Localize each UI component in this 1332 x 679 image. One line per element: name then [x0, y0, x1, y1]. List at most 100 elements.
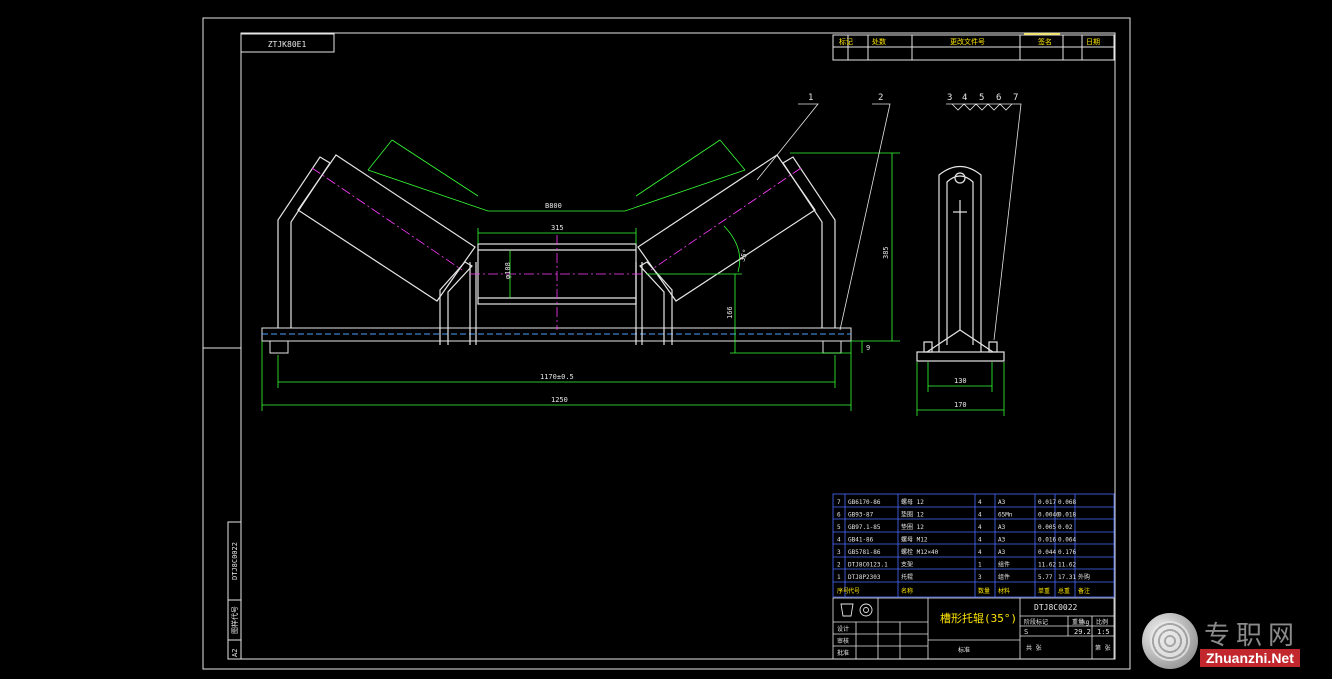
parts-header-cell: 总重 [1058, 587, 1070, 595]
dim-side-inner: 130 [954, 377, 967, 385]
parts-cell-code: GB41-86 [848, 537, 874, 544]
parts-cell-name: 垫圈 12 [901, 523, 924, 531]
watermark: 专职网 Zhuanzhi.Net [1142, 609, 1322, 673]
parts-cell-name: 托辊 [901, 573, 913, 581]
parts-cell-code: GB97.1-85 [848, 524, 881, 531]
parts-cell-qty: 4 [978, 499, 982, 506]
corner-code: ZTJK80E1 [268, 40, 307, 49]
parts-header-cell: 材料 [998, 587, 1010, 595]
base-plate [261, 327, 852, 354]
title-block-texts: 槽形托辊(35°) DTJ8C0022 阶段标记 重量 比例 S kg 29.2… [837, 603, 1111, 657]
parts-cell-no: 2 [837, 562, 841, 569]
stage-header-2: 比例 [1096, 618, 1108, 626]
rev-cell-sign: 签名 [1038, 37, 1052, 46]
parts-cell-code: GB93-87 [848, 512, 874, 519]
side-frame [916, 165, 1005, 362]
stage-value: S [1024, 628, 1028, 636]
parts-cell-w1: 11.62 [1038, 562, 1056, 569]
watermark-en: Zhuanzhi.Net [1200, 649, 1300, 667]
parts-cell-no: 1 [837, 574, 841, 581]
dimension-texts: B800 315 φ108 35° 385 166 9 1170±0.5 125… [504, 202, 890, 404]
balloon-5: 5 [979, 93, 984, 103]
parts-cell-w1: 0.016 [1038, 537, 1056, 544]
parts-cell-note: 外购 [1078, 573, 1090, 581]
side-code: DTJ8C0022 [231, 542, 239, 580]
scale-value: 1:5 [1097, 628, 1110, 636]
parts-cell-no: 4 [837, 537, 841, 544]
parts-cell-qty: 1 [978, 562, 982, 569]
dim-roller-diameter: φ108 [504, 262, 512, 279]
dim-total-length: 1250 [551, 396, 568, 404]
watermark-cn: 专职网 [1204, 621, 1301, 651]
sheet-frame [202, 17, 1131, 670]
dim-height-total: 385 [882, 246, 890, 259]
parts-cell-w1: 0.005 [1038, 524, 1056, 531]
corner-code-box: ZTJK80E1 [240, 33, 335, 53]
parts-header-cell: 数量 [978, 587, 990, 595]
sheet-total: 共 张 [1026, 644, 1042, 652]
side-dimension-texts: 130 170 [954, 377, 967, 409]
sheet-size: A2 [231, 649, 239, 657]
parts-cell-name: 螺母 12 [901, 498, 924, 506]
parts-cell-no: 7 [837, 499, 841, 506]
parts-cell-qty: 4 [978, 537, 982, 544]
stage-header-1: 重量 [1072, 618, 1084, 626]
parts-cell-no: 6 [837, 512, 841, 519]
parts-cell-name: 支架 [901, 561, 913, 569]
dimension-lines [261, 139, 900, 411]
design-label: 设计 [837, 625, 849, 633]
parts-header-cell: 序号 [837, 587, 849, 595]
parts-cell-w1: 0.044 [1038, 549, 1056, 556]
parts-cell-w2: 0.02 [1058, 524, 1073, 531]
parts-cell-mat: A3 [998, 524, 1006, 531]
parts-cell-name: 垫圈 12 [901, 511, 924, 519]
approve-label: 批准 [837, 649, 849, 657]
side-dimension-lines [916, 362, 1005, 416]
side-label: 图样代号 [230, 606, 239, 634]
balloon-7: 7 [1013, 93, 1018, 103]
front-view: B800 315 φ108 35° 385 166 9 1170±0.5 125… [261, 93, 900, 411]
parts-cell-w2: 0.018 [1058, 512, 1076, 519]
parts-cell-code: GB5781-86 [848, 549, 881, 556]
left-roller [297, 154, 476, 302]
parts-cell-code: DTJ8P2303 [848, 574, 881, 581]
drawing-title: 槽形托辊(35°) [940, 611, 1017, 625]
dim-height-center: 166 [726, 306, 734, 319]
weight-value: 29.2 [1074, 628, 1091, 636]
balloon-6: 6 [996, 93, 1001, 103]
dim-roller-length: 315 [551, 224, 564, 232]
balloon-labels-front: 1 2 [808, 93, 883, 103]
parts-cell-no: 3 [837, 549, 841, 556]
balloon-3: 3 [947, 93, 952, 103]
company-label: 标准 [958, 646, 970, 654]
parts-cell-name: 螺母 M12 [901, 536, 928, 544]
weight-unit: kg [1082, 619, 1090, 626]
parts-header-cell: 备注 [1078, 587, 1090, 595]
parts-cell-qty: 3 [978, 574, 982, 581]
right-roller [637, 154, 816, 302]
centerlines [311, 167, 802, 330]
sheet-page: 第 张 [1095, 644, 1111, 652]
parts-cell-mat: 65Mn [998, 512, 1013, 519]
parts-cell-w2: 17.31 [1058, 574, 1076, 581]
title-block-grid [832, 597, 1115, 660]
balloon-2: 2 [878, 93, 883, 103]
check-label: 审核 [837, 637, 849, 645]
parts-cell-qty: 4 [978, 512, 982, 519]
balloon-4: 4 [962, 93, 967, 103]
parts-cell-qty: 4 [978, 549, 982, 556]
leaders-side [946, 103, 1022, 341]
revision-labels: 标记 处数 更改文件号 签名 日期 [839, 37, 1100, 46]
parts-cell-qty: 4 [978, 524, 982, 531]
parts-cell-mat: A3 [998, 549, 1006, 556]
dim-belt-width: B800 [545, 202, 562, 210]
parts-header-cell: 单重 [1038, 587, 1050, 595]
leaders-front [756, 103, 891, 331]
parts-cell-mat: 组件 [998, 573, 1010, 581]
dim-small: 9 [866, 344, 870, 352]
rev-cell-mark: 标记 [839, 37, 853, 46]
rev-cell-date: 日期 [1086, 38, 1100, 46]
parts-cell-w2: 0.176 [1058, 549, 1076, 556]
